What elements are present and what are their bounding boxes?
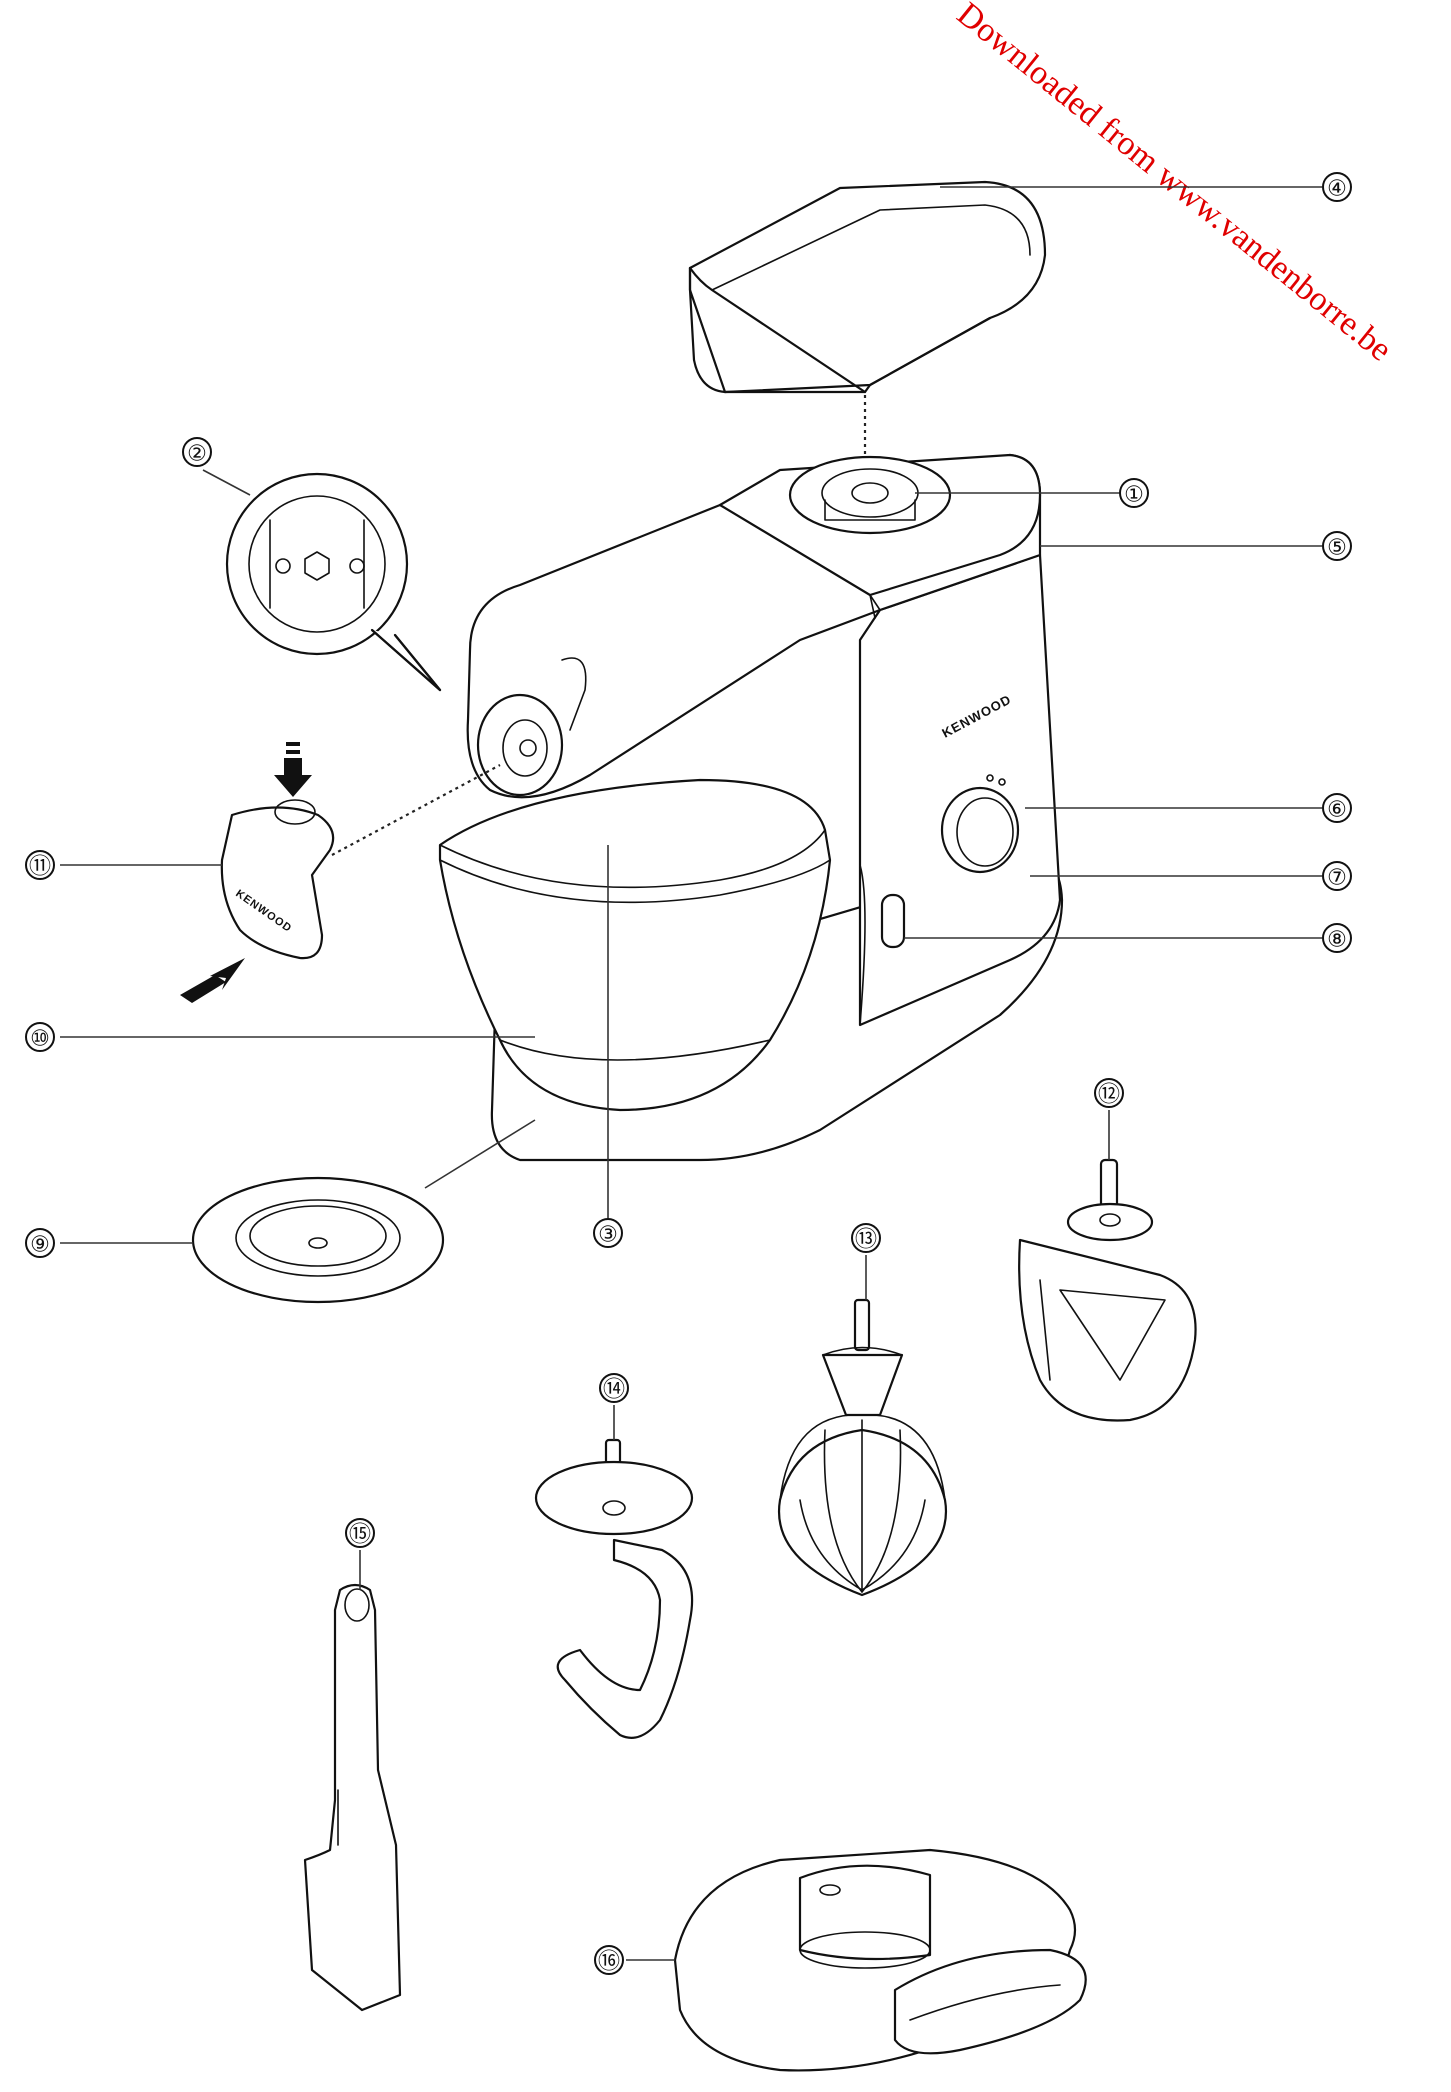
whisk-part	[777, 1298, 948, 1597]
speed-dial	[940, 774, 1020, 874]
outlet-cover-part: KENWOOD	[180, 742, 501, 1003]
callout-16-label: ⑯	[598, 1949, 620, 1974]
callout-1-label: ①	[1124, 482, 1144, 507]
callout-8-label: ⑧	[1327, 927, 1347, 952]
callout-14: ⑭	[599, 1373, 629, 1403]
leader-lines	[60, 186, 1322, 1961]
callout-5-label: ⑤	[1327, 535, 1347, 560]
callout-16: ⑯	[594, 1945, 624, 1975]
callout-3-label: ③	[598, 1222, 618, 1247]
callout-2: ②	[182, 437, 212, 467]
dough-hook-part	[534, 1438, 694, 1739]
spatula-part	[303, 1583, 402, 2012]
callout-6-label: ⑥	[1327, 797, 1347, 822]
head-release-lever	[880, 893, 906, 949]
callout-13-label: ⑬	[855, 1227, 877, 1252]
callout-7: ⑦	[1322, 861, 1352, 891]
mixing-bowl-part	[438, 778, 832, 1112]
k-beater-part	[1018, 1158, 1197, 1422]
callout-15-label: ⑮	[349, 1522, 371, 1547]
callout-1: ①	[1119, 478, 1149, 508]
callout-4-label: ④	[1327, 176, 1347, 201]
callout-8: ⑧	[1322, 923, 1352, 953]
callout-9: ⑨	[25, 1228, 55, 1258]
callout-4: ④	[1322, 172, 1352, 202]
callout-10: ⑩	[25, 1022, 55, 1052]
callout-11: ⑪	[25, 850, 55, 880]
callout-7-label: ⑦	[1327, 865, 1347, 890]
callout-2-label: ②	[187, 441, 207, 466]
callout-14-label: ⑭	[603, 1377, 625, 1402]
callout-9-label: ⑨	[30, 1232, 50, 1257]
callout-13: ⑬	[851, 1223, 881, 1253]
outlet-zoom-bubble	[225, 472, 442, 692]
callout-5: ⑤	[1322, 531, 1352, 561]
callout-3: ③	[593, 1218, 623, 1248]
pouring-shield-part	[673, 1848, 1087, 2072]
callout-12-label: ⑫	[1098, 1082, 1120, 1107]
callout-15: ⑮	[345, 1518, 375, 1548]
top-cover-part	[688, 180, 1047, 455]
callout-6: ⑥	[1322, 793, 1352, 823]
callout-12: ⑫	[1094, 1078, 1124, 1108]
splash-disc-part	[191, 1176, 445, 1304]
callout-10-label: ⑩	[30, 1026, 50, 1051]
callout-11-label: ⑪	[29, 854, 51, 879]
